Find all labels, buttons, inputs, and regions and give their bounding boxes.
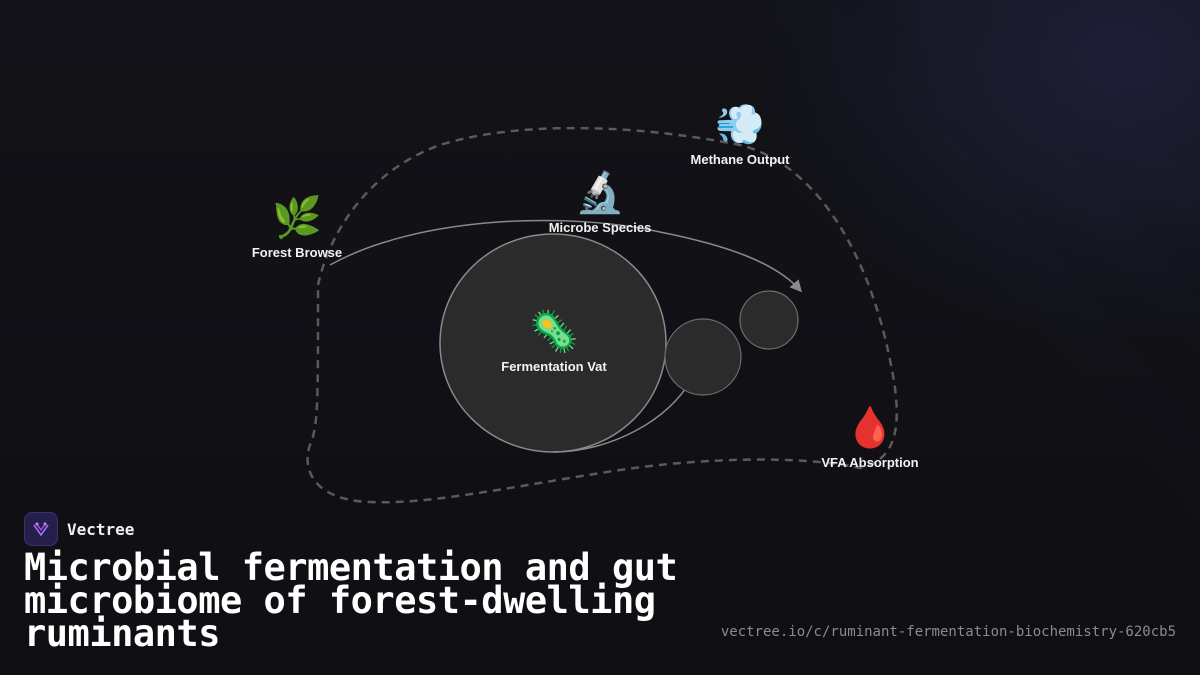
node-vfa-absorption: 🩸 VFA Absorption: [821, 405, 918, 470]
page-title: Microbial fermentation and gut microbiom…: [24, 546, 678, 655]
node-microbe-species: 🔬 Microbe Species: [549, 170, 652, 235]
node-label: Microbe Species: [548, 220, 652, 235]
microscope-icon: 🔬: [575, 170, 625, 216]
herb-icon: 🌿: [272, 195, 322, 241]
node-fermentation-vat: 🦠 Fermentation Vat: [501, 309, 606, 374]
flow-arrow-browse-to-methane: [329, 219, 802, 293]
node-label: VFA Absorption: [821, 455, 919, 470]
gut-chamber-circle-1: [664, 318, 742, 396]
dashed-cycle-loop: [306, 126, 898, 504]
microbe-icon: 🦠: [529, 309, 579, 355]
node-label: Methane Output: [690, 152, 790, 167]
blood-drop-icon: 🩸: [845, 405, 895, 451]
brand-name: Vectree: [67, 519, 135, 539]
brand[interactable]: Vectree: [24, 512, 134, 546]
gut-chamber-circle-2: [739, 290, 799, 350]
node-forest-browse: 🌿 Forest Browse: [252, 195, 342, 260]
node-label: Fermentation Vat: [501, 359, 607, 374]
source-url[interactable]: vectree.io/c/ruminant-fermentation-bioch…: [720, 624, 1176, 640]
vectree-logo-icon: [24, 512, 58, 546]
node-label: Forest Browse: [251, 245, 343, 260]
wind-gust-icon: 💨: [715, 102, 765, 148]
vat-outflow-curve: [552, 377, 693, 453]
node-methane-output: 💨 Methane Output: [691, 102, 790, 167]
